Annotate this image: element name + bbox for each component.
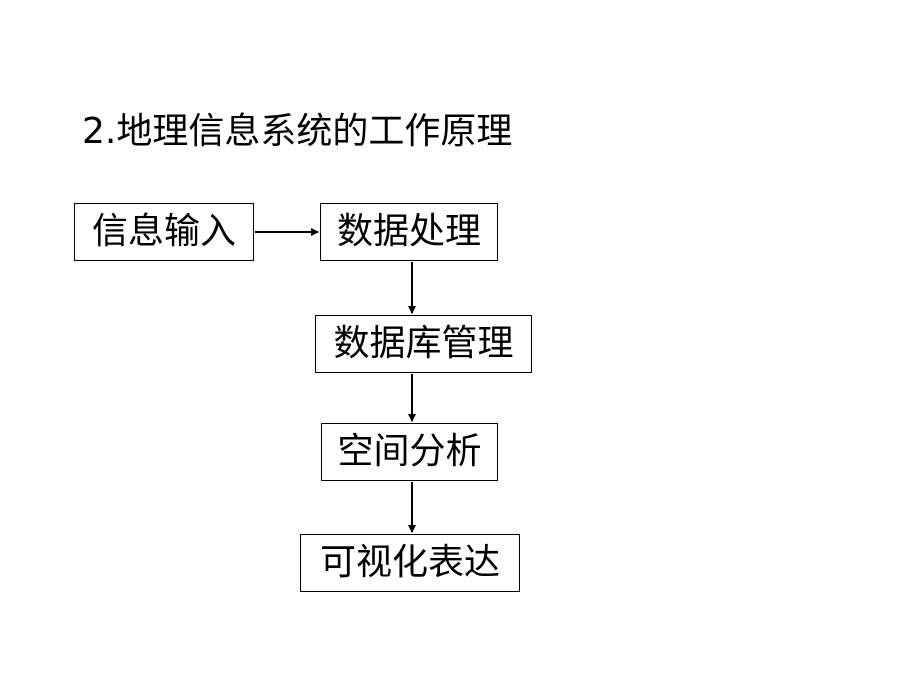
step-box-spatial-analysis: 空间分析 (321, 423, 498, 481)
step-box-data-processing: 数据处理 (320, 203, 498, 261)
step-box-info-input: 信息输入 (74, 203, 254, 261)
step-box-visualization: 可视化表达 (300, 534, 520, 592)
step-box-database-management: 数据库管理 (315, 315, 532, 373)
diagram-title: 2.地理信息系统的工作原理 (82, 111, 513, 152)
